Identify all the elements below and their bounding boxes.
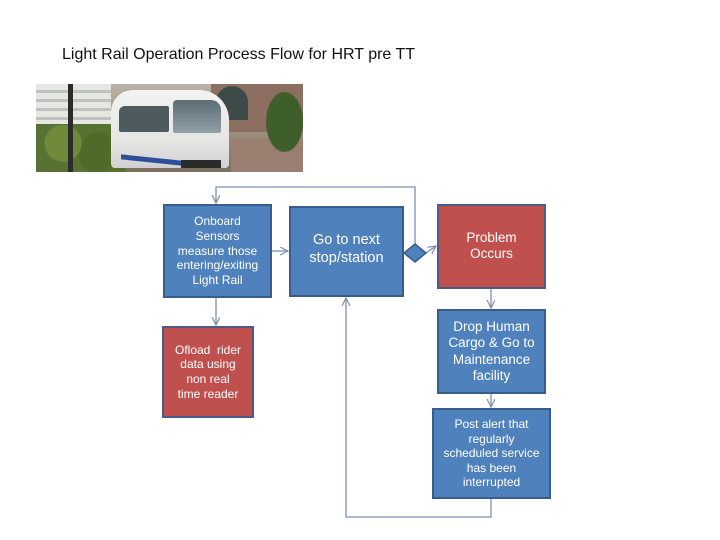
slide-title: Light Rail Operation Process Flow for HR… bbox=[62, 46, 416, 63]
tram-side-window bbox=[119, 106, 169, 132]
node-text: Drop Human bbox=[453, 318, 530, 334]
node-drop-cargo: Drop Human Cargo & Go to Maintenance fac… bbox=[437, 309, 546, 394]
node-go-next-stop: Go to next stop/station bbox=[289, 206, 404, 297]
node-text: has been bbox=[466, 460, 517, 475]
node-text: stop/station bbox=[309, 249, 384, 266]
node-text: Maintenance bbox=[452, 351, 531, 367]
node-text: entering/exiting bbox=[176, 258, 259, 273]
node-text: regularly bbox=[468, 431, 515, 446]
node-text: Problem bbox=[466, 230, 517, 245]
connector-decision-to-problem bbox=[425, 246, 436, 253]
node-text: Cargo & Go to bbox=[448, 335, 535, 351]
light-rail-photo bbox=[36, 84, 303, 172]
node-problem-occurs: Problem Occurs bbox=[437, 204, 546, 289]
node-text: Go to next bbox=[313, 232, 380, 248]
node-text: Onboard bbox=[194, 214, 241, 229]
tram-windshield bbox=[173, 100, 221, 133]
node-text: Ofload rider bbox=[174, 342, 242, 357]
node-text: Post alert that bbox=[454, 416, 529, 431]
node-text: Sensors bbox=[195, 229, 240, 244]
node-text: time reader bbox=[177, 386, 239, 401]
tram-bumper bbox=[181, 160, 221, 168]
node-text: data using bbox=[180, 357, 236, 372]
decision-diamond bbox=[402, 243, 428, 263]
node-text: Light Rail bbox=[192, 272, 243, 287]
node-onboard-sensors: Onboard Sensors measure those entering/e… bbox=[163, 204, 272, 298]
node-text: facility bbox=[472, 367, 511, 383]
node-text: interrupted bbox=[462, 475, 521, 490]
node-text: Occurs bbox=[470, 246, 513, 262]
node-text: scheduled service bbox=[443, 446, 540, 461]
tram bbox=[111, 90, 229, 168]
node-text: non real bbox=[186, 372, 230, 386]
node-post-alert: Post alert that regularly scheduled serv… bbox=[432, 408, 551, 499]
trees-right bbox=[266, 92, 303, 152]
node-text: measure those bbox=[177, 243, 258, 258]
node-offload-data: Ofload rider data using non real time re… bbox=[162, 326, 254, 418]
pole bbox=[68, 84, 73, 172]
